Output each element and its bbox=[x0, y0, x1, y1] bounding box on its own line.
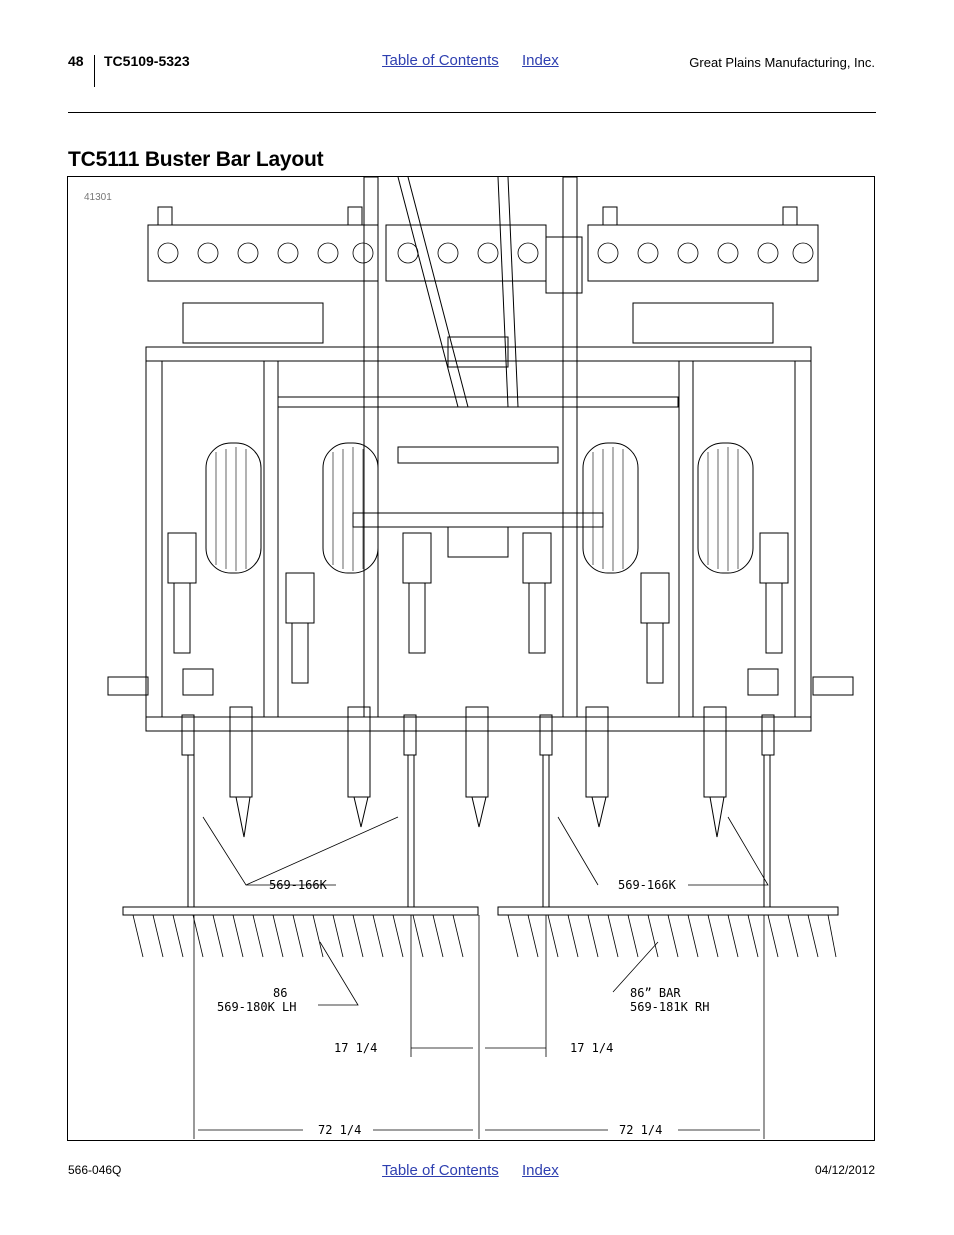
layout-figure: 41301 bbox=[67, 176, 875, 1141]
header-rule bbox=[68, 112, 876, 113]
callout-bar-rh-part: 569-181K RH bbox=[630, 1000, 710, 1014]
callout-bar-rh-size: 86” BAR bbox=[630, 986, 681, 1000]
dim-outer-right: 72 1/4 bbox=[619, 1123, 663, 1137]
header-divider bbox=[94, 55, 95, 87]
dim-outer-left: 72 1/4 bbox=[318, 1123, 362, 1137]
dimension-lines bbox=[193, 915, 765, 1139]
company-name: Great Plains Manufacturing, Inc. bbox=[689, 55, 875, 70]
footer-index-link[interactable]: Index bbox=[522, 1162, 559, 1179]
doc-number: 566-046Q bbox=[68, 1163, 122, 1177]
publish-date: 04/12/2012 bbox=[814, 1163, 875, 1177]
page-title: TC5111 Buster Bar Layout bbox=[68, 148, 324, 171]
callout-part-right: 569-166K bbox=[618, 878, 676, 892]
footer-toc-link[interactable]: Table of Contents bbox=[382, 1162, 499, 1179]
page-number: 48 bbox=[68, 53, 84, 69]
wheels bbox=[205, 442, 754, 574]
callout-bar-lh-size: 86 bbox=[273, 986, 288, 1000]
header-index-link[interactable]: Index bbox=[522, 52, 559, 69]
dim-inner-left: 17 1/4 bbox=[334, 1041, 378, 1055]
dim-inner-right: 17 1/4 bbox=[570, 1041, 614, 1055]
callout-bar-lh-part: 569-180K LH bbox=[217, 1000, 297, 1014]
top-gangs bbox=[147, 206, 819, 344]
bar-mounts bbox=[181, 706, 775, 907]
callout-part-left: 569-166K bbox=[269, 878, 327, 892]
model-number: TC5109-5323 bbox=[104, 53, 190, 69]
harrow-bars bbox=[122, 906, 839, 958]
buster-bar-drawing bbox=[107, 177, 854, 1139]
figure-id: 41301 bbox=[84, 192, 112, 203]
spring-shanks bbox=[107, 532, 854, 696]
leader-lines bbox=[202, 816, 769, 1006]
header-toc-link[interactable]: Table of Contents bbox=[382, 52, 499, 69]
